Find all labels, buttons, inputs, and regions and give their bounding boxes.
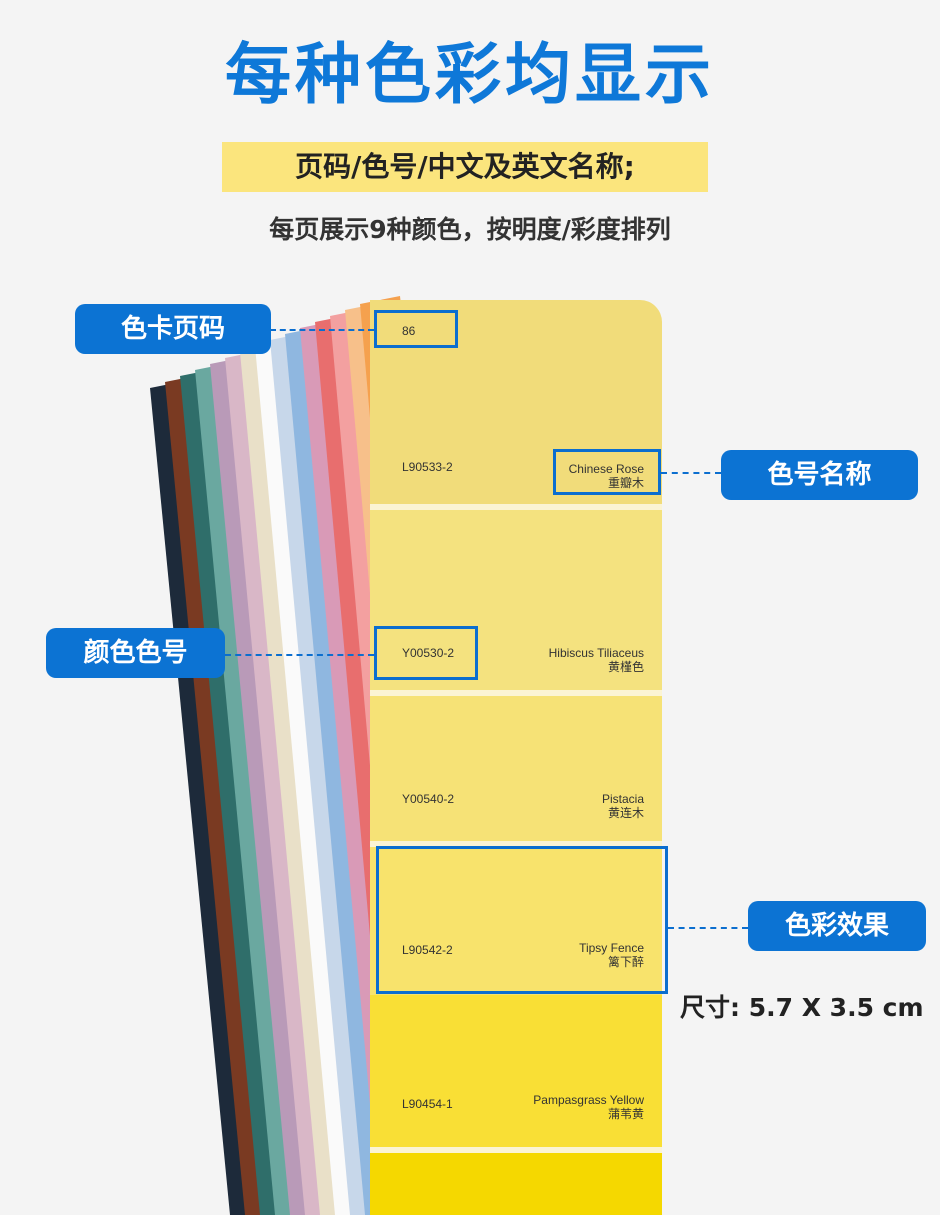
swatch-divider	[370, 841, 662, 847]
page-number-frame	[374, 310, 458, 348]
swatch-name-en: Pistacia	[601, 792, 644, 806]
swatch-name-en: Hibiscus Tiliaceus	[548, 646, 644, 660]
card-page-number: 86	[402, 324, 416, 338]
swatch-name-cn: 黄连木	[607, 806, 644, 820]
swatch-name: Pampasgrass Yellow 蒲苇黄	[533, 1093, 644, 1121]
name-frame	[553, 449, 661, 495]
callout-color-name: 色号名称	[721, 450, 918, 500]
swatch-code: L90542-2	[402, 943, 453, 957]
swatch-5: L90454-1 Pampasgrass Yellow 蒲苇黄	[370, 995, 662, 1147]
swatch-1: L90533-2 Chinese Rose 重瓣木	[370, 300, 662, 504]
callout-color-code: 颜色色号	[46, 628, 225, 678]
swatch-name-en: Tipsy Fence	[579, 941, 644, 955]
code-leader	[225, 654, 374, 656]
swatch-divider	[370, 690, 662, 696]
name-leader	[661, 472, 721, 474]
swatch-code: L90533-2	[402, 460, 453, 474]
page-leader	[270, 329, 374, 331]
swatch-3: Y00540-2 Pistacia 黄连木	[370, 696, 662, 841]
swatch-divider	[370, 504, 662, 510]
swatch-6	[370, 1153, 662, 1215]
subtitle: 每页展示9种颜色，按明度/彩度排列	[269, 215, 671, 244]
swatch-divider	[370, 1147, 662, 1153]
callout-page-number: 色卡页码	[75, 304, 271, 354]
swatch-2: Y00530-2 Hibiscus Tiliaceus 黄槿色	[370, 510, 662, 690]
swatch-name: Tipsy Fence 篱下醉	[579, 941, 644, 969]
highlight-banner: 页码/色号/中文及英文名称;	[222, 142, 708, 192]
effect-frame	[376, 846, 668, 994]
size-info: 尺寸: 5.7 X 3.5 cm	[680, 993, 924, 1022]
swatch-name-en: Chinese Rose	[568, 462, 644, 476]
swatch-name-cn: 重瓣木	[607, 476, 644, 490]
swatch-name: Pistacia 黄连木	[602, 792, 644, 820]
swatch-code: Y00540-2	[402, 792, 455, 806]
swatch-name-cn: 黄槿色	[607, 660, 644, 674]
swatch-code: Y00530-2	[402, 646, 455, 660]
code-frame	[374, 626, 478, 680]
color-card: 86 L90533-2 Chinese Rose 重瓣木 Y00530-2 Hi…	[370, 300, 662, 1215]
page-title: 每种色彩均显示	[225, 36, 715, 113]
swatch-name-cn: 蒲苇黄	[607, 1107, 644, 1121]
swatch-code: L90454-1	[402, 1097, 453, 1111]
effect-leader	[668, 927, 748, 929]
swatch-name: Chinese Rose 重瓣木	[569, 462, 644, 490]
swatch-name: Hibiscus Tiliaceus 黄槿色	[549, 646, 644, 674]
callout-color-effect: 色彩效果	[748, 901, 926, 951]
swatch-4: L90542-2 Tipsy Fence 篱下醉	[370, 847, 662, 995]
swatch-name-cn: 篱下醉	[607, 955, 644, 969]
swatch-name-en: Pampasgrass Yellow	[533, 1093, 644, 1107]
